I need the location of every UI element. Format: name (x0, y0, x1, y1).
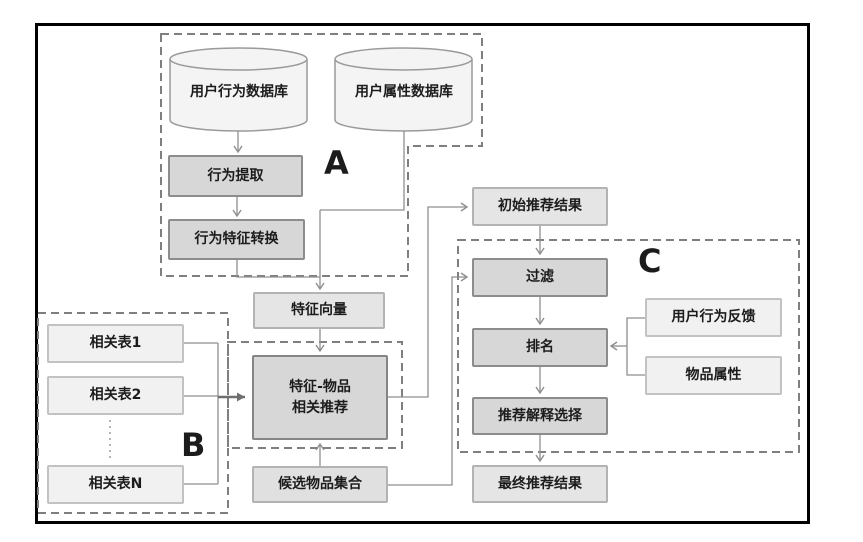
node-initial-recommendation-results: 初始推荐结果 (472, 187, 608, 226)
node-user-behavior-feedback: 用户行为反馈 (645, 298, 782, 337)
group-mid-outline (227, 341, 403, 449)
connector-db2-elbow (320, 131, 405, 211)
node-feature-item-recommendation-line1: 特征-物品 (289, 379, 351, 396)
node-feature-vector: 特征向量 (253, 292, 385, 329)
node-related-table-1: 相关表1 (47, 324, 184, 363)
node-item-attributes: 物品属性 (645, 356, 782, 395)
node-user-behavior-db: 用户行为数据库 (190, 84, 288, 100)
connector-candidate-to-filter (388, 272, 469, 486)
node-feature-item-recommendation-line2: 相关推荐 (292, 399, 348, 416)
node-related-table-n: 相关表N (47, 465, 184, 504)
group-a-label: A (324, 144, 349, 182)
group-b-label: B (181, 426, 206, 464)
connector-feedback-bracket (626, 317, 645, 376)
node-feature-item-recommendation: 特征-物品 相关推荐 (252, 355, 388, 440)
node-behavior-extraction: 行为提取 (168, 155, 303, 197)
user-attribute-database-cylinder-icon (334, 47, 473, 132)
group-c-outline (457, 239, 800, 453)
node-final-recommendation-results: 最终推荐结果 (472, 465, 608, 503)
node-ranking: 排名 (472, 328, 608, 367)
node-related-table-2: 相关表2 (47, 376, 184, 415)
node-user-attribute-db: 用户属性数据库 (355, 84, 453, 100)
group-c-label: C (638, 242, 662, 280)
node-recommendation-explanation-selection: 推荐解释选择 (472, 397, 608, 435)
node-filter: 过滤 (472, 258, 608, 297)
node-behavior-feature-conversion: 行为特征转换 (168, 219, 305, 260)
node-candidate-item-set: 候选物品集合 (252, 466, 388, 503)
group-a-outline (160, 33, 483, 277)
connector-rec-to-initial (388, 202, 469, 398)
connector-conversion-elbow (236, 260, 320, 278)
